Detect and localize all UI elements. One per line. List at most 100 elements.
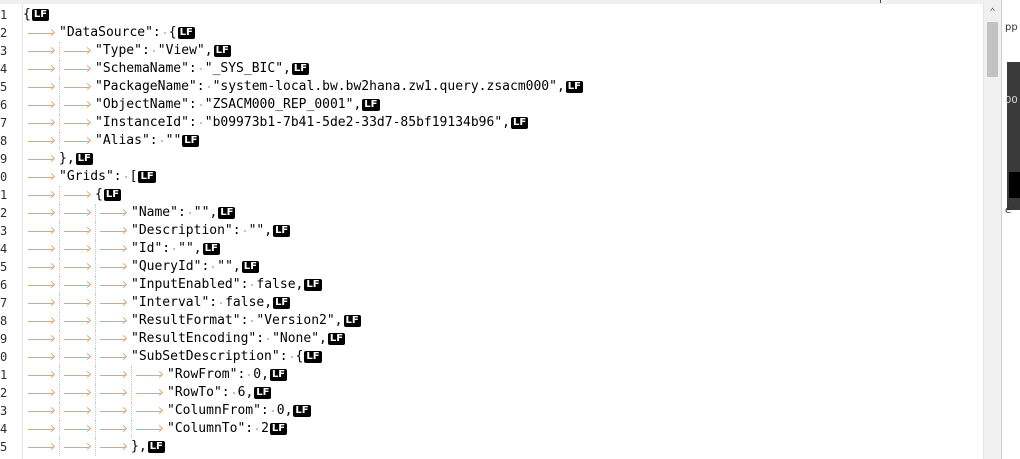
code-line[interactable]: "ObjectName":"ZSACM000_REP_0001",LF bbox=[23, 96, 380, 114]
code-token: "Grids": bbox=[59, 169, 122, 184]
tab-arrow-icon bbox=[95, 222, 131, 240]
code-line[interactable]: "Name":"",LF bbox=[23, 204, 236, 222]
tab-arrow-icon bbox=[59, 366, 95, 384]
space-dot-icon bbox=[253, 420, 261, 438]
space-dot-icon bbox=[217, 294, 225, 312]
code-line[interactable]: "Id":"",LF bbox=[23, 240, 220, 258]
code-line[interactable]: "RowFrom":0,LF bbox=[23, 366, 288, 384]
code-token: "DataSource": bbox=[59, 25, 161, 40]
tab-arrow-icon bbox=[59, 132, 95, 150]
eol-lf-marker: LF bbox=[213, 45, 231, 57]
tab-arrow-icon bbox=[95, 312, 131, 330]
line-number: 3 bbox=[0, 404, 8, 418]
tab-arrow-icon bbox=[59, 204, 95, 222]
code-line[interactable]: },LF bbox=[23, 438, 165, 456]
code-value: "", bbox=[217, 259, 241, 274]
eol-lf-marker: LF bbox=[269, 369, 288, 381]
code-line[interactable]: },LF bbox=[23, 150, 93, 168]
tab-arrow-icon bbox=[59, 312, 95, 330]
space-dot-icon bbox=[186, 204, 194, 222]
tab-arrow-icon bbox=[23, 132, 59, 150]
code-line[interactable]: {LF bbox=[23, 186, 122, 204]
line-number: 7 bbox=[0, 116, 8, 130]
code-line[interactable]: "RowTo":6,LF bbox=[23, 384, 272, 402]
code-line[interactable]: "PackageName":"system-local.bw.bw2hana.z… bbox=[23, 78, 583, 96]
tab-arrow-icon bbox=[131, 366, 167, 384]
tab-arrow-icon bbox=[59, 222, 95, 240]
code-value: "", bbox=[193, 205, 218, 220]
eol-lf-marker: LF bbox=[304, 351, 322, 363]
space-dot-icon bbox=[241, 222, 249, 240]
text-editor[interactable]: {LF"DataSource":{LF"Type":"View",LF"Sche… bbox=[23, 4, 983, 459]
code-line[interactable]: "Type":"View",LF bbox=[23, 42, 231, 60]
scrollbar-thumb[interactable] bbox=[987, 22, 998, 77]
code-token: }, bbox=[59, 151, 75, 166]
eol-lf-marker: LF bbox=[177, 27, 195, 39]
tab-arrow-icon bbox=[59, 42, 95, 60]
space-dot-icon bbox=[122, 168, 130, 186]
line-number: 5 bbox=[0, 440, 8, 454]
code-line[interactable]: {LF bbox=[23, 6, 50, 24]
code-line[interactable]: "DataSource": {LF bbox=[23, 24, 195, 42]
tab-arrow-icon bbox=[23, 42, 59, 60]
tab-arrow-icon bbox=[131, 402, 167, 420]
code-line[interactable]: "ResultFormat":"Version2",LF bbox=[23, 312, 361, 330]
space-dot-icon bbox=[197, 114, 205, 132]
tab-arrow-icon bbox=[23, 222, 59, 240]
line-number: 1 bbox=[0, 368, 8, 382]
code-line[interactable]: "SchemaName":"_SYS_BIC",LF bbox=[23, 60, 310, 78]
code-token: "RowTo": bbox=[167, 385, 230, 400]
panel-fragment-mid: 00 bbox=[1005, 95, 1018, 106]
tab-arrow-icon bbox=[23, 384, 59, 402]
tab-arrow-icon bbox=[59, 420, 95, 438]
line-number: 3 bbox=[0, 224, 8, 238]
code-token: "QueryId": bbox=[131, 259, 210, 274]
space-dot-icon bbox=[248, 312, 256, 330]
code-value: { bbox=[168, 25, 177, 40]
space-dot-icon bbox=[197, 60, 205, 78]
code-token: "Name": bbox=[131, 205, 186, 220]
line-number: 1 bbox=[0, 188, 8, 202]
tab-arrow-icon bbox=[59, 348, 95, 366]
code-line[interactable]: "QueryId":"",LF bbox=[23, 258, 259, 276]
code-line[interactable]: "ResultEncoding":"None",LF bbox=[23, 330, 346, 348]
tab-arrow-icon bbox=[59, 240, 95, 258]
code-value: "" bbox=[165, 133, 182, 148]
code-line[interactable]: "SubSetDescription":{LF bbox=[23, 348, 322, 366]
code-token: "InstanceId": bbox=[95, 115, 197, 130]
chevron-up-icon[interactable]: ⌃ bbox=[989, 7, 996, 18]
tab-arrow-icon bbox=[23, 114, 59, 132]
tab-arrow-icon bbox=[23, 258, 59, 276]
code-line[interactable]: "Description":"",LF bbox=[23, 222, 291, 240]
code-value: false, bbox=[225, 295, 273, 310]
space-dot-icon bbox=[264, 330, 272, 348]
space-dot-icon bbox=[158, 132, 166, 150]
code-value: "b09973b1-7b41-5de2-33d7-85bf19134b96", bbox=[204, 115, 510, 130]
code-line[interactable]: "ColumnFrom":0,LF bbox=[23, 402, 311, 420]
line-number: 9 bbox=[0, 332, 8, 346]
code-token: "ResultEncoding": bbox=[131, 331, 265, 346]
tab-arrow-icon bbox=[23, 402, 59, 420]
eol-lf-marker: LF bbox=[147, 441, 165, 453]
eol-lf-marker: LF bbox=[293, 405, 311, 417]
space-dot-icon bbox=[205, 78, 213, 96]
space-dot-icon bbox=[245, 366, 253, 384]
code-line[interactable]: "InstanceId": "b09973b1-7b41-5de2-33d7-85… bbox=[23, 114, 529, 132]
eol-lf-marker: LF bbox=[511, 117, 529, 129]
tab-arrow-icon bbox=[59, 60, 95, 78]
code-line[interactable]: "InputEnabled":false,LF bbox=[23, 276, 322, 294]
code-line[interactable]: "Alias":""LF bbox=[23, 132, 200, 150]
tab-arrow-icon bbox=[59, 114, 95, 132]
code-value: 0, bbox=[276, 403, 293, 418]
code-line[interactable]: "Grids":[LF bbox=[23, 168, 156, 186]
vertical-scrollbar[interactable]: ⌃ bbox=[983, 4, 1001, 459]
code-line[interactable]: "Interval":false,LF bbox=[23, 294, 291, 312]
code-token: "ObjectName": bbox=[95, 97, 197, 112]
code-token: "Description": bbox=[131, 223, 241, 238]
eol-lf-marker: LF bbox=[269, 423, 288, 435]
tab-arrow-icon bbox=[95, 348, 131, 366]
code-token: "RowFrom": bbox=[167, 367, 246, 382]
code-value: "", bbox=[178, 241, 202, 256]
